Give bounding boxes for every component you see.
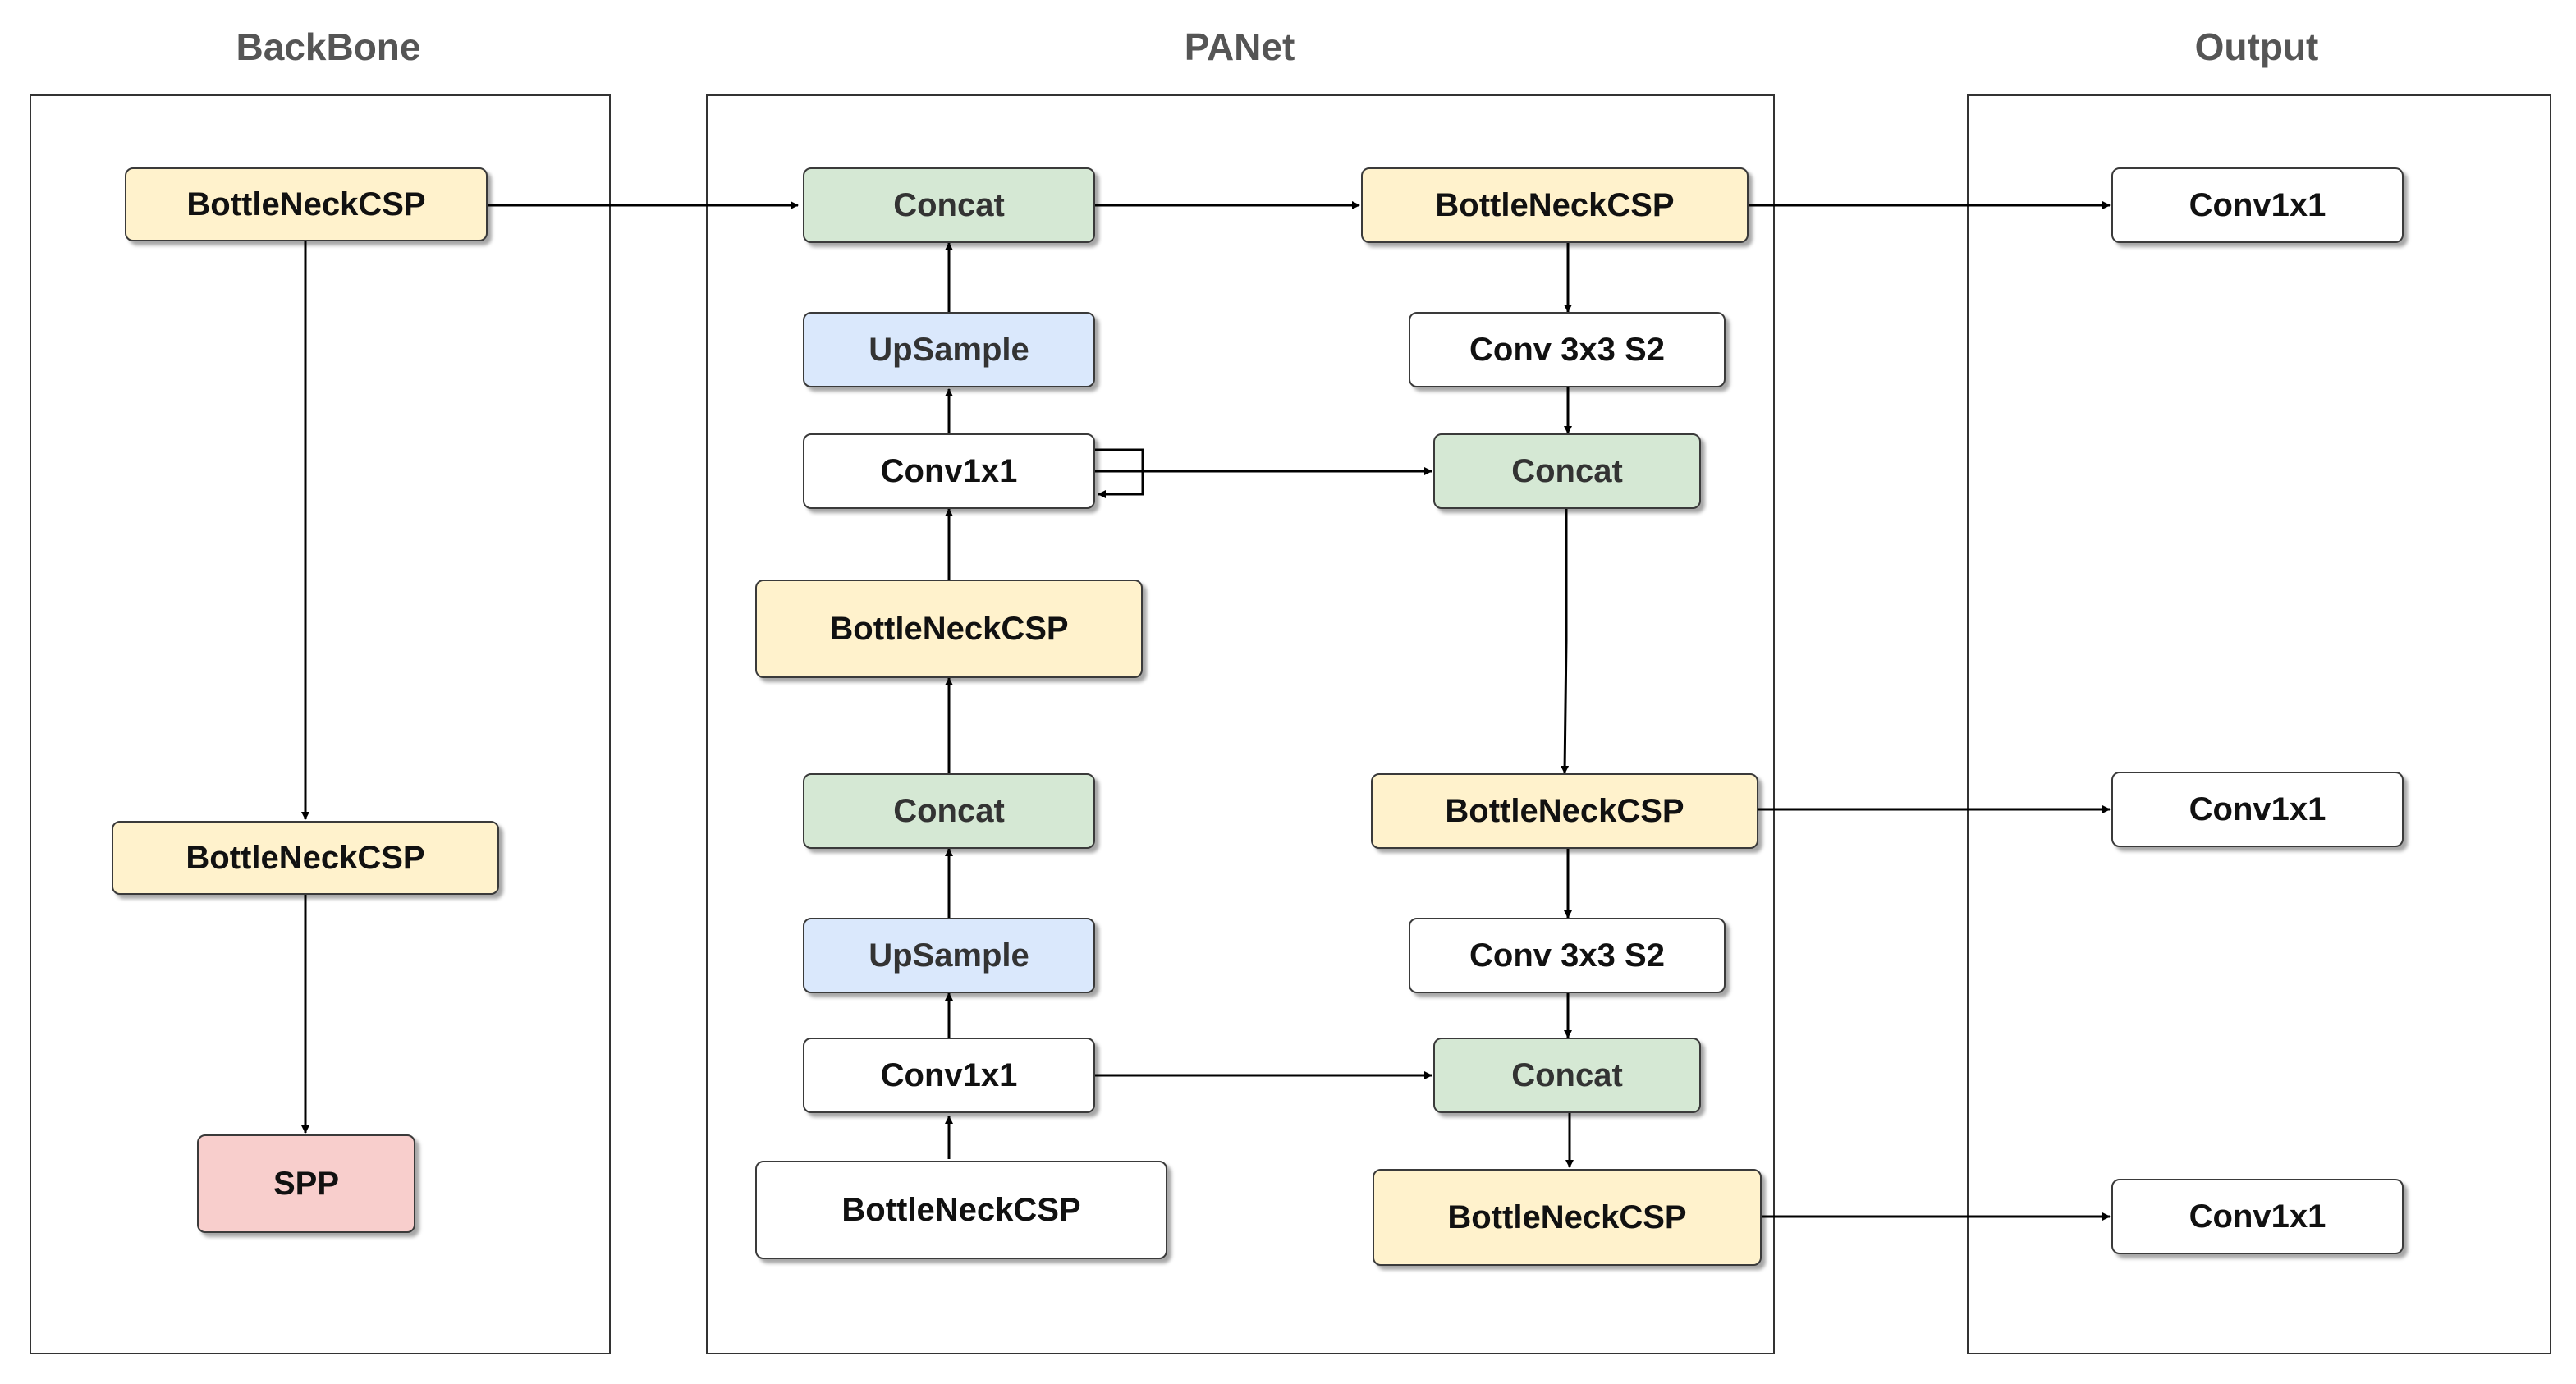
- panet-bottleneckcsp-5: BottleNeckCSP: [1373, 1169, 1762, 1266]
- panet-bottleneckcsp-2: BottleNeckCSP: [755, 1161, 1167, 1259]
- panet-conv3x3-s2-2: Conv 3x3 S2: [1409, 918, 1726, 993]
- panet-bottleneckcsp-4: BottleNeckCSP: [1371, 773, 1758, 849]
- panet-conv1x1-2: Conv1x1: [803, 1038, 1095, 1113]
- output-panel: [1967, 94, 2551, 1354]
- panet-concat-3: Concat: [1433, 433, 1701, 509]
- backbone-bottleneckcsp-2: BottleNeckCSP: [112, 821, 499, 895]
- panet-heading: PANet: [1184, 25, 1295, 68]
- panet-concat-1: Concat: [803, 167, 1095, 243]
- panet-bottleneckcsp-3: BottleNeckCSP: [1361, 167, 1749, 243]
- panet-upsample-2: UpSample: [803, 918, 1095, 993]
- backbone-heading: BackBone: [236, 25, 421, 68]
- panet-bottleneckcsp-1: BottleNeckCSP: [755, 580, 1143, 678]
- output-conv1x1-2: Conv1x1: [2111, 772, 2404, 847]
- output-conv1x1-1: Conv1x1: [2111, 167, 2404, 243]
- panet-concat-2: Concat: [803, 773, 1095, 849]
- backbone-bottleneckcsp-1: BottleNeckCSP: [125, 167, 488, 241]
- panet-panel: [706, 94, 1775, 1354]
- output-conv1x1-3: Conv1x1: [2111, 1179, 2404, 1254]
- panet-upsample-1: UpSample: [803, 312, 1095, 387]
- panet-conv1x1-1: Conv1x1: [803, 433, 1095, 509]
- panet-conv3x3-s2-1: Conv 3x3 S2: [1409, 312, 1726, 387]
- panet-concat-4: Concat: [1433, 1038, 1701, 1113]
- edge-concat3-to-csp4: [1561, 509, 1570, 774]
- backbone-spp: SPP: [197, 1134, 415, 1233]
- output-heading: Output: [2194, 25, 2319, 68]
